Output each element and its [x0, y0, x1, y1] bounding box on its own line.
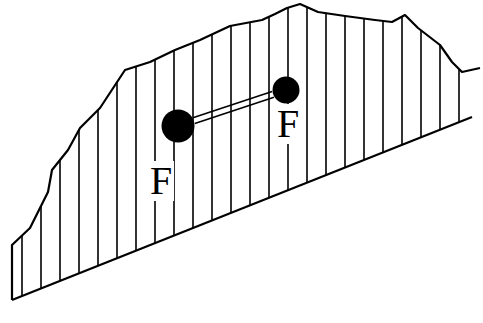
force-label: F: [275, 104, 301, 144]
slope-base: [12, 117, 472, 300]
ball-circle: [162, 110, 195, 143]
ball-shape: [272, 76, 300, 104]
ball: F: [272, 76, 300, 144]
rod-line: [195, 97, 274, 123]
hatch-lines: [22, 0, 459, 323]
rod: [193, 91, 274, 123]
ball-shape: [161, 109, 195, 143]
rod-line: [193, 91, 272, 117]
slope-outline: [12, 4, 480, 300]
ball: F: [161, 109, 195, 183]
ball-circle: [273, 77, 300, 104]
force-label: F: [148, 161, 174, 201]
